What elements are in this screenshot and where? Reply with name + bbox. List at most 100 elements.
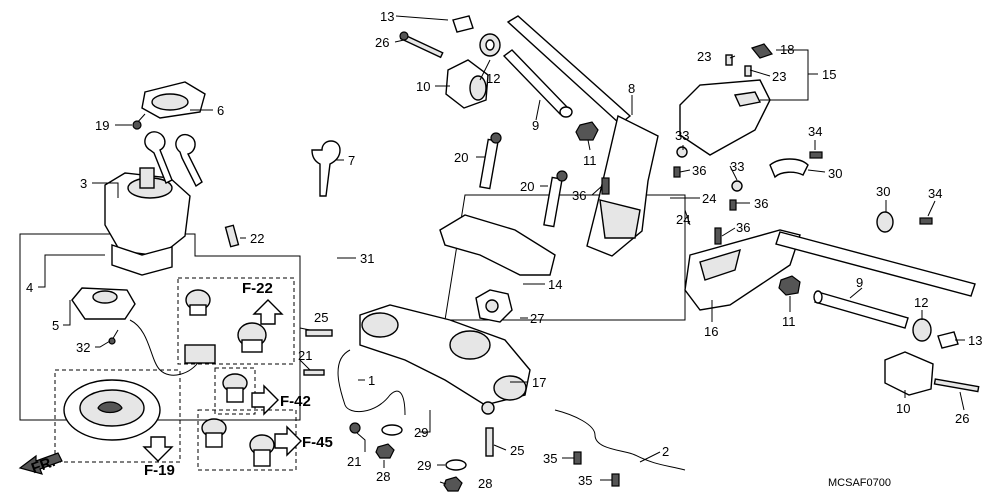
- diagram-code: MCSAF0700: [828, 477, 891, 489]
- bolt-25-left-part: [305, 329, 333, 337]
- collar-12-right-part: [912, 318, 932, 342]
- callout-9-right: 9: [856, 275, 863, 290]
- callout-10-right: 10: [896, 401, 910, 416]
- collar-12-part: [479, 33, 501, 57]
- callout-13-right: 13: [968, 333, 982, 348]
- callout-36-low: 36: [736, 220, 750, 235]
- rubber-mount-10-right-part: [884, 351, 934, 396]
- handle-holder-14-part: [439, 214, 556, 276]
- callout-6: 6: [217, 103, 224, 118]
- callout-28-bottom: 28: [478, 476, 492, 491]
- callout-36-left: 36: [572, 188, 586, 203]
- shaft-9-part: [502, 49, 573, 118]
- callout-3: 3: [80, 176, 87, 191]
- bolt-36-left-part: [601, 177, 610, 195]
- clamp-13-part: [452, 15, 474, 33]
- ignition-group-outline: [19, 233, 301, 421]
- callout-4: 4: [26, 280, 33, 295]
- front-direction-arrow-icon: [18, 452, 63, 475]
- ref-f45: F-45: [302, 434, 333, 451]
- ref-f42: F-42: [280, 393, 311, 410]
- callout-23-top: 23: [697, 49, 711, 64]
- callout-23-right: 23: [772, 69, 786, 84]
- bolt-19-part: [132, 113, 146, 130]
- nut-28-parts: [375, 443, 463, 492]
- ignition-bracket-part: [141, 81, 206, 119]
- bolt-21-bottom-part: [349, 422, 361, 434]
- callout-33-right: 33: [730, 159, 744, 174]
- callout-26-top: 26: [375, 35, 389, 50]
- bolt-20-parts: [479, 132, 568, 228]
- callout-7: 7: [348, 153, 355, 168]
- small-parts-33-36: [673, 146, 743, 245]
- key-cylinder-f45-parts: [201, 418, 275, 467]
- switch-5-part: [71, 287, 216, 376]
- shaft-9-right-part: [813, 290, 909, 329]
- callout-29-bottom: 29: [417, 458, 431, 473]
- washer-29-parts: [381, 424, 467, 471]
- callout-30-top: 30: [828, 166, 842, 181]
- ref-f19: F-19: [144, 462, 175, 479]
- callout-13-top: 13: [380, 9, 394, 24]
- left-handlebar-8-part: [506, 15, 659, 257]
- callout-24-top: 24: [702, 191, 716, 206]
- callout-2: 2: [662, 444, 669, 459]
- callout-8: 8: [628, 81, 635, 96]
- bolt-26-right-part: [933, 378, 980, 393]
- callout-21-bottom: 21: [347, 454, 361, 469]
- callout-33-left: 33: [675, 128, 689, 143]
- screw-34-top-part: [809, 151, 823, 159]
- callout-34-right: 34: [928, 186, 942, 201]
- callout-28-mid: 28: [376, 469, 390, 484]
- screw-32-part: [108, 329, 119, 345]
- key-cylinder-f42-part: [222, 373, 248, 403]
- callout-17: 17: [532, 375, 546, 390]
- callout-24-low: 24: [676, 212, 690, 227]
- callout-25-bottom: 25: [510, 443, 524, 458]
- ref-f22: F-22: [242, 280, 273, 297]
- callout-27: 27: [530, 311, 544, 326]
- callout-9-top: 9: [532, 118, 539, 133]
- callout-34-top: 34: [808, 124, 822, 139]
- nut-11-right-part: [778, 275, 801, 296]
- callout-11-top: 11: [583, 153, 597, 168]
- fuel-cap-part: [63, 379, 161, 441]
- callout-11-right: 11: [782, 314, 796, 329]
- callout-26-right: 26: [955, 411, 969, 426]
- key-7-part: [311, 140, 341, 197]
- screw-34-right-part: [919, 217, 933, 225]
- bolt-25-bottom-part: [485, 427, 494, 457]
- cap-f19-box: [54, 369, 181, 463]
- callout-5: 5: [52, 318, 59, 333]
- callout-14: 14: [548, 277, 562, 292]
- top-bridge-17-part: [359, 304, 531, 415]
- callout-1: 1: [368, 373, 375, 388]
- leader-lines: [38, 15, 965, 485]
- callout-19: 19: [95, 118, 109, 133]
- ignition-switch-part: [104, 167, 191, 276]
- bolt-26-part: [399, 31, 444, 59]
- callout-20-top: 20: [454, 150, 468, 165]
- bolt-22-part: [224, 224, 240, 248]
- callout-36-mid: 36: [692, 163, 706, 178]
- callout-21-left: 21: [298, 348, 312, 363]
- wire-1-part: [337, 349, 406, 416]
- clamp-13-right-part: [937, 331, 959, 349]
- key-cylinder-f42-box: [214, 367, 256, 415]
- rubber-mount-10-part: [445, 59, 489, 109]
- right-handlebar-16-part: [684, 229, 976, 311]
- key-cylinder-f22-parts: [185, 289, 267, 353]
- callout-15: 15: [822, 67, 836, 82]
- callout-35-bottom: 35: [578, 473, 592, 488]
- callout-18: 18: [780, 42, 794, 57]
- callout-32: 32: [76, 340, 90, 355]
- f45-arrow-icon: [274, 425, 302, 457]
- f19-arrow-icon: [142, 436, 174, 462]
- bolt-21-left-part: [303, 369, 325, 376]
- key-pair-part: [144, 131, 203, 188]
- callout-12-right: 12: [914, 295, 928, 310]
- cable-2-part: [554, 409, 686, 471]
- key-cylinder-f22-box: [177, 277, 295, 365]
- callout-36-right: 36: [754, 196, 768, 211]
